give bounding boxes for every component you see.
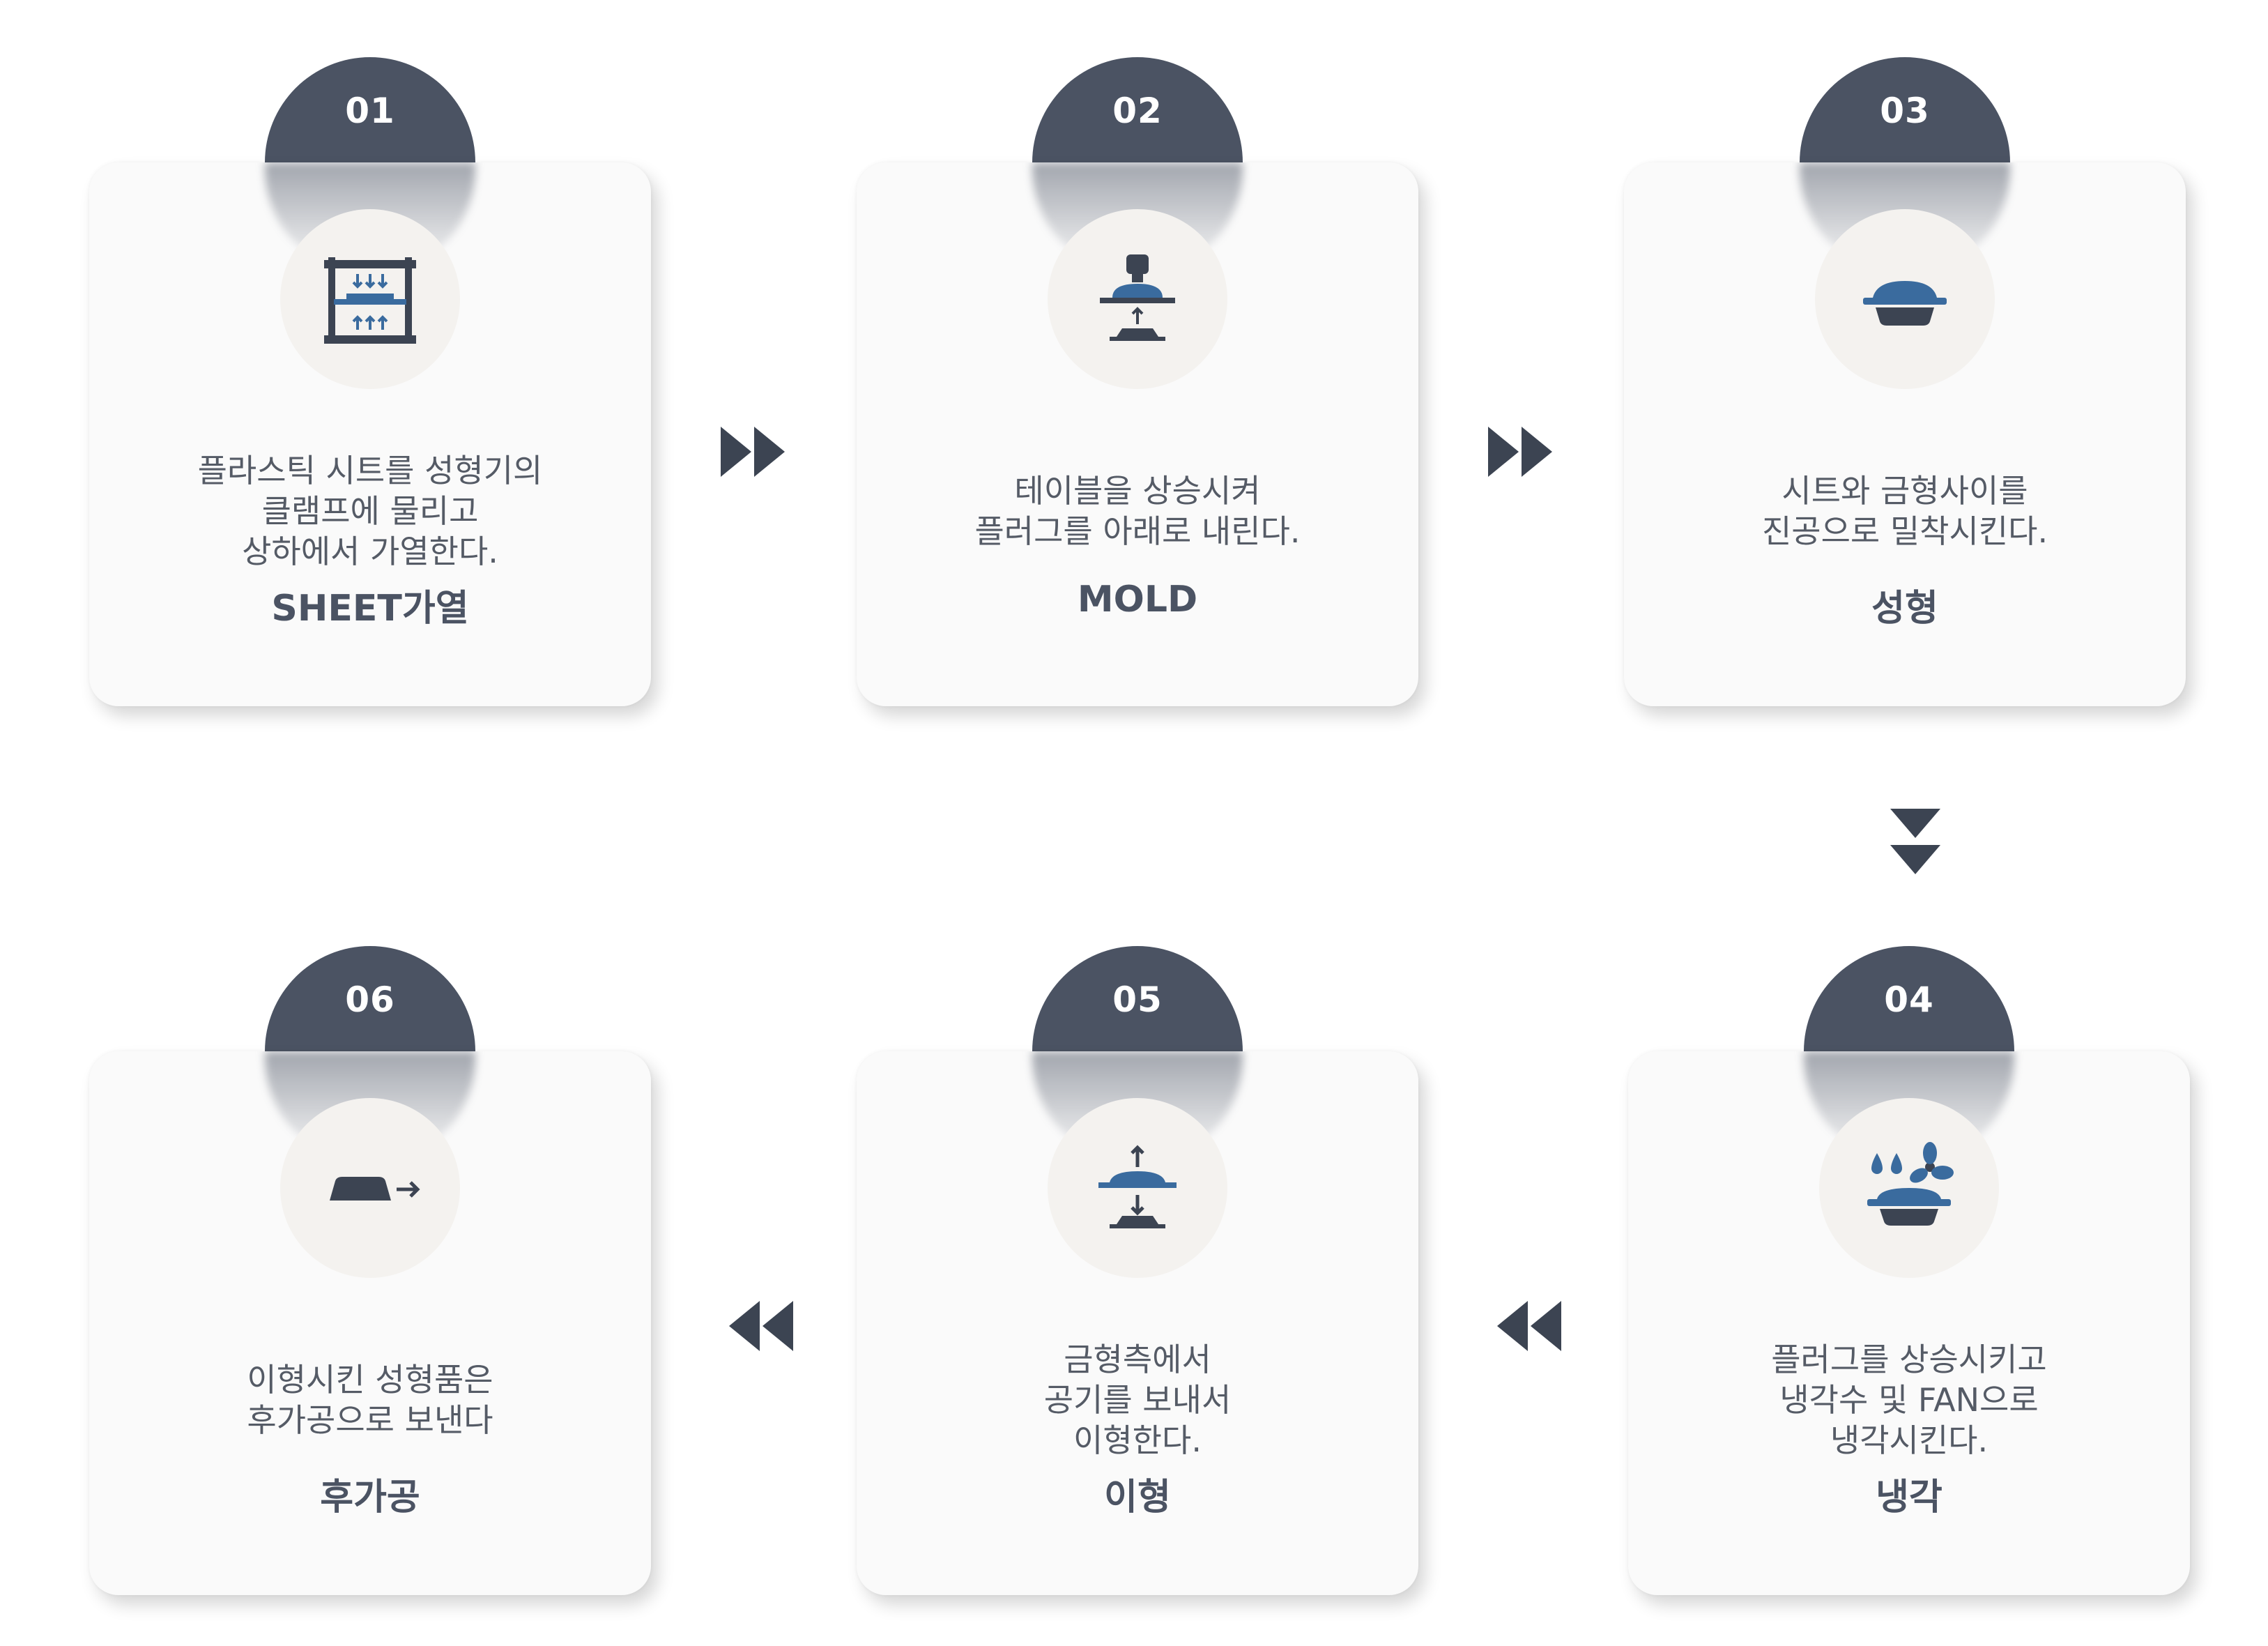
step-number-badge: 02	[1032, 57, 1243, 162]
description-line: 금형측에서	[1064, 1341, 1211, 1378]
step-title: 후가공	[320, 1477, 420, 1518]
air-release-icon	[1098, 1145, 1177, 1228]
mold-press-icon	[1100, 254, 1175, 341]
molded-tray-icon	[1863, 281, 1947, 326]
icon-circle	[1815, 209, 1995, 389]
step-card-body: 시트와 금형사이를 진공으로 밀착시킨다. 성형	[1624, 162, 2186, 706]
icon-circle	[1048, 1098, 1227, 1278]
step-description: 플러그를 상승시키고 냉각수 및 FAN으로 냉각시킨다.	[1656, 1313, 2162, 1487]
step-title: SHEET가열	[271, 588, 469, 630]
icon-circle	[1819, 1098, 1999, 1278]
right-double-arrow-icon	[721, 427, 785, 477]
icon-circle	[280, 209, 460, 389]
description-line: 상하에서 가열한다.	[242, 533, 498, 570]
icon-circle	[280, 1098, 460, 1278]
step-card-06: 06 이형시킨 성형품은 후가공으로 보낸다 후가공	[89, 946, 651, 1595]
description-line: 플라스틱 시트를 성형기의	[197, 452, 543, 489]
step-number-badge: 05	[1032, 946, 1243, 1051]
step-card-02: 02 테이블을 상승시켜 플러그를 아래로 내린다. MOLD	[857, 57, 1418, 706]
step-card-05: 05 금형측에서 공기를 보내서 이형한다. 이형	[857, 946, 1418, 1595]
description-line: 후가공으로 보낸다	[247, 1401, 493, 1439]
cooling-water-fan-icon	[1867, 1142, 1954, 1226]
step-title: MOLD	[1077, 579, 1198, 620]
step-number: 01	[345, 91, 395, 131]
icon-circle	[1048, 209, 1227, 389]
left-double-arrow-icon	[1497, 1301, 1561, 1351]
description-line: 이형시킨 성형품은	[247, 1361, 493, 1399]
product-transfer-icon	[330, 1177, 420, 1201]
down-double-arrow-icon	[1890, 809, 1940, 874]
description-line: 진공으로 밀착시킨다.	[1761, 512, 2048, 550]
step-card-03: 03 시트와 금형사이를 진공으로 밀착시킨다. 성형	[1624, 57, 2186, 706]
step-card-body: 플러그를 상승시키고 냉각수 및 FAN으로 냉각시킨다. 냉각	[1628, 1051, 2190, 1595]
step-number-badge: 06	[265, 946, 475, 1051]
step-card-04: 04 플러그를 상승시키고 냉각수 및 FAN으로 냉각시킨다. 냉각	[1628, 946, 2190, 1595]
step-card-01: 01 플라스틱 시트를 성형기의 클램프에 물리고 상하에서 가열한	[89, 57, 651, 706]
step-title: 이형	[1104, 1477, 1171, 1518]
description-line: 냉각수 및 FAN으로	[1779, 1381, 2039, 1419]
step-number-badge: 01	[265, 57, 475, 162]
step-title: 냉각	[1876, 1477, 1943, 1518]
description-line: 시트와 금형사이를	[1782, 472, 2028, 510]
step-card-body: 금형측에서 공기를 보내서 이형한다. 이형	[857, 1051, 1418, 1595]
step-number: 02	[1112, 91, 1163, 131]
description-line: 공기를 보내서	[1043, 1381, 1232, 1419]
step-number-badge: 03	[1800, 57, 2010, 162]
description-line: 플러그를 상승시키고	[1771, 1341, 2047, 1378]
step-number: 04	[1884, 980, 1934, 1020]
description-line: 이형한다.	[1073, 1422, 1202, 1459]
description-line: 클램프에 물리고	[261, 492, 479, 530]
description-line: 테이블을 상승시켜	[1014, 472, 1261, 510]
step-number: 05	[1112, 980, 1163, 1020]
left-double-arrow-icon	[729, 1301, 793, 1351]
step-description: 금형측에서 공기를 보내서 이형한다.	[884, 1313, 1390, 1487]
step-number: 06	[345, 980, 395, 1020]
step-title: 성형	[1871, 588, 1938, 630]
step-description: 테이블을 상승시켜 플러그를 아래로 내린다.	[884, 424, 1390, 598]
right-double-arrow-icon	[1488, 427, 1552, 477]
step-card-body: 플라스틱 시트를 성형기의 클램프에 물리고 상하에서 가열한다. SHEET가…	[89, 162, 651, 706]
step-number-badge: 04	[1804, 946, 2014, 1051]
step-description: 플라스틱 시트를 성형기의 클램프에 물리고 상하에서 가열한다.	[117, 424, 623, 598]
step-card-body: 테이블을 상승시켜 플러그를 아래로 내린다. MOLD	[857, 162, 1418, 706]
step-number: 03	[1880, 91, 1930, 131]
description-line: 냉각시킨다.	[1830, 1422, 1989, 1459]
step-card-body: 이형시킨 성형품은 후가공으로 보낸다 후가공	[89, 1051, 651, 1595]
description-line: 플러그를 아래로 내린다.	[974, 512, 1301, 550]
sheet-heating-press-icon	[324, 257, 416, 344]
step-description: 이형시킨 성형품은 후가공으로 보낸다	[117, 1313, 623, 1487]
step-description: 시트와 금형사이를 진공으로 밀착시킨다.	[1652, 424, 2158, 598]
